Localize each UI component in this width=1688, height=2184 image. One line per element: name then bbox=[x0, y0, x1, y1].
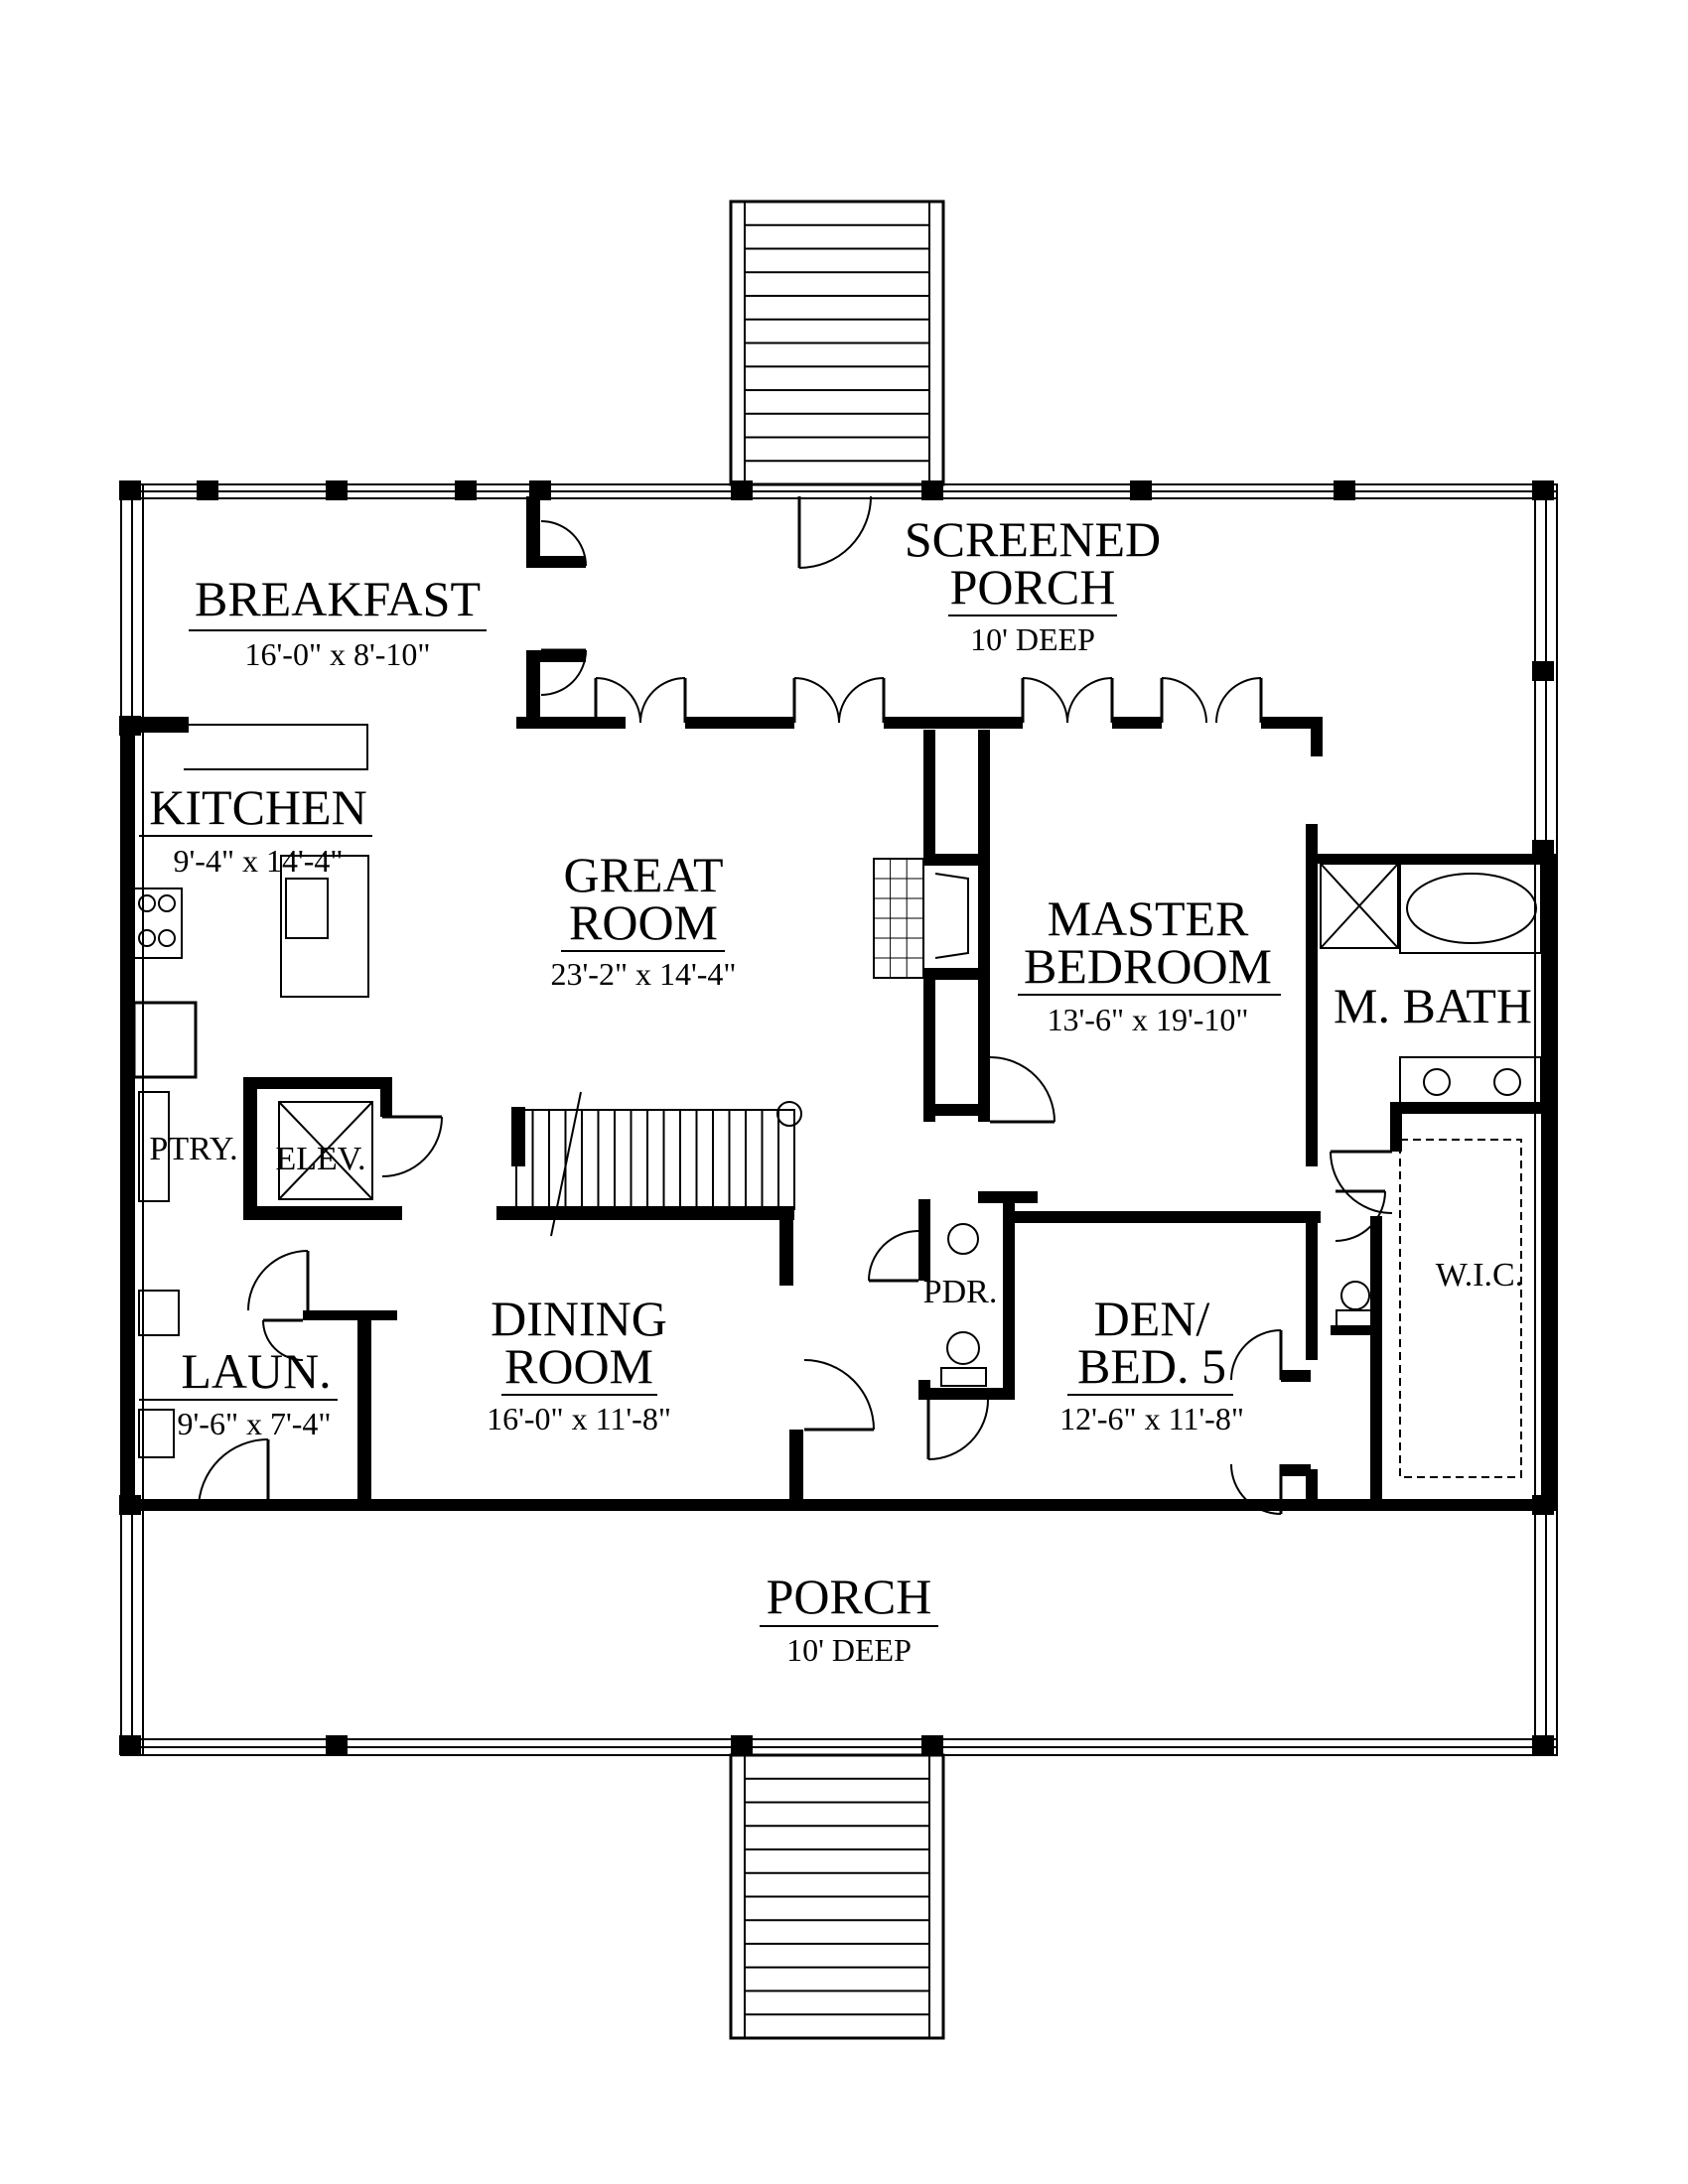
door-swing bbox=[247, 1250, 309, 1311]
door-swing bbox=[198, 1438, 269, 1510]
den-label-1: DEN/ bbox=[1094, 1291, 1210, 1346]
burner-icon bbox=[158, 929, 176, 947]
screened-porch-label-1: SCREENED bbox=[905, 511, 1161, 567]
dining-room-size: 16'-0" x 11'-8" bbox=[487, 1401, 671, 1436]
porch-size: 10' DEEP bbox=[786, 1632, 912, 1668]
shower-icon bbox=[1320, 863, 1399, 949]
dryer-icon bbox=[138, 1409, 175, 1458]
door-swing bbox=[1161, 677, 1207, 724]
door-swing bbox=[1022, 677, 1068, 724]
elevator-cab bbox=[278, 1101, 373, 1200]
great-room-size: 23'-2" x 14'-4" bbox=[551, 956, 737, 992]
screened-porch-size: 10' DEEP bbox=[970, 621, 1095, 657]
door-swing bbox=[1230, 1463, 1282, 1515]
toilet-icon bbox=[947, 1223, 979, 1255]
door-swing bbox=[262, 1319, 304, 1361]
post bbox=[731, 1735, 753, 1755]
rear-stairs bbox=[729, 200, 945, 486]
wic-label: W.I.C. bbox=[1436, 1257, 1523, 1294]
room-labels: BREAKFAST 16'-0" x 8'-10" SCREENED PORCH… bbox=[139, 511, 1532, 1668]
door-swing bbox=[868, 1230, 919, 1282]
door-swing bbox=[1230, 1329, 1282, 1381]
refrigerator-icon bbox=[132, 1001, 198, 1079]
post bbox=[1532, 661, 1554, 681]
laundry-label: LAUN. bbox=[181, 1343, 331, 1399]
elevator-label: ELEV. bbox=[276, 1141, 366, 1177]
door-swing bbox=[927, 1399, 989, 1460]
den-size: 12'-6" x 11'-8" bbox=[1059, 1401, 1244, 1436]
front-stairs bbox=[729, 1753, 945, 2040]
post bbox=[529, 480, 551, 500]
walls bbox=[121, 496, 1557, 1511]
door-swing bbox=[838, 677, 885, 724]
burner-icon bbox=[138, 929, 156, 947]
door-swing bbox=[540, 520, 587, 567]
main-stair bbox=[515, 1091, 802, 1237]
master-bedroom-label-1: MASTER bbox=[1048, 890, 1249, 946]
master-bath-label: M. BATH bbox=[1334, 978, 1532, 1033]
burner-icon bbox=[158, 894, 176, 912]
post bbox=[119, 480, 141, 500]
dining-room-label-2: ROOM bbox=[504, 1338, 653, 1394]
post bbox=[921, 1735, 943, 1755]
kitchen-label: KITCHEN bbox=[149, 779, 366, 835]
post bbox=[119, 1735, 141, 1755]
pantry-label: PTRY. bbox=[149, 1131, 237, 1167]
door-swing bbox=[793, 677, 840, 724]
door-swing bbox=[1066, 677, 1113, 724]
tub-icon bbox=[1399, 863, 1542, 954]
post bbox=[326, 480, 348, 500]
porch-railing bbox=[120, 483, 1558, 1756]
dining-room-label-1: DINING bbox=[491, 1291, 667, 1346]
powder-label: PDR. bbox=[923, 1274, 998, 1310]
master-bedroom-label-2: BEDROOM bbox=[1024, 938, 1272, 994]
door-swings bbox=[198, 495, 1393, 1515]
door-swing bbox=[381, 1116, 443, 1177]
porch-label: PORCH bbox=[767, 1569, 932, 1624]
door-swing bbox=[595, 677, 641, 724]
kitchen-island bbox=[280, 855, 369, 998]
post bbox=[326, 1735, 348, 1755]
door-swing bbox=[1335, 1190, 1386, 1242]
pantry-shelf bbox=[138, 1091, 170, 1202]
post bbox=[731, 480, 753, 500]
door-swing bbox=[989, 1056, 1055, 1123]
sink-icon bbox=[285, 878, 329, 939]
vanity-icon bbox=[1399, 1056, 1542, 1108]
closet-shelf bbox=[1399, 1139, 1522, 1478]
post bbox=[1334, 480, 1355, 500]
post bbox=[1130, 480, 1152, 500]
master-bedroom-size: 13'-6" x 19'-10" bbox=[1048, 1002, 1249, 1037]
range-icon bbox=[133, 887, 183, 959]
burner-icons bbox=[138, 894, 176, 947]
great-room-label-2: ROOM bbox=[569, 894, 718, 950]
door-swing bbox=[1215, 677, 1262, 724]
burner-icon bbox=[138, 894, 156, 912]
sink-icon bbox=[946, 1331, 980, 1365]
hearth-tiles bbox=[874, 859, 923, 978]
door-swing bbox=[639, 677, 686, 724]
breakfast-size: 16'-0" x 8'-10" bbox=[245, 636, 431, 672]
kitchen-size: 9'-4" x 14'-4" bbox=[174, 843, 344, 879]
screened-porch-label-2: PORCH bbox=[950, 559, 1116, 614]
post bbox=[1532, 1735, 1554, 1755]
door-swing bbox=[540, 649, 587, 696]
breakfast-label: BREAKFAST bbox=[195, 571, 481, 626]
door-swing bbox=[803, 1359, 875, 1431]
fixtures bbox=[132, 724, 1542, 1478]
great-room-label-1: GREAT bbox=[563, 847, 723, 902]
post bbox=[455, 480, 477, 500]
post bbox=[1532, 480, 1554, 500]
toilet-icon bbox=[1340, 1281, 1370, 1310]
den-label-2: BED. 5 bbox=[1077, 1338, 1226, 1394]
post bbox=[197, 480, 218, 500]
post bbox=[921, 480, 943, 500]
laundry-size: 9'-6" x 7'-4" bbox=[178, 1406, 332, 1441]
door-swing bbox=[798, 495, 872, 569]
door-swing bbox=[1330, 1151, 1393, 1214]
washer-icon bbox=[138, 1290, 180, 1336]
